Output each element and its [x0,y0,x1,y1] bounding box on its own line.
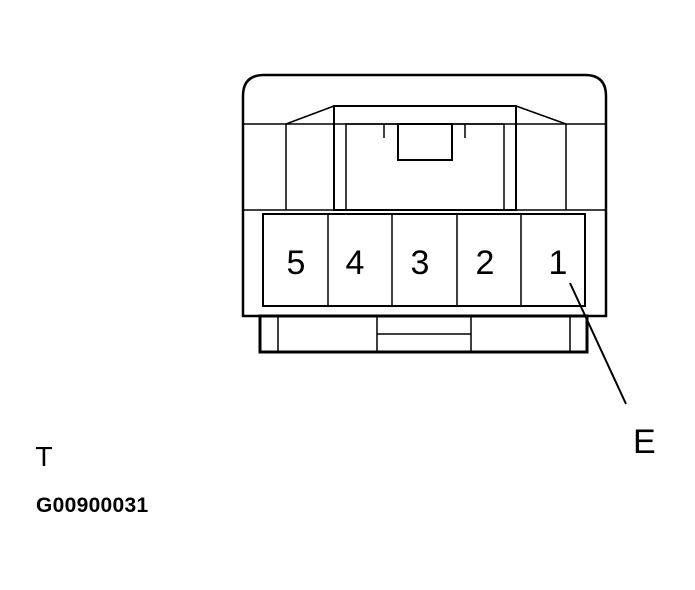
pin-5-label: 5 [287,244,306,282]
pin-labels: 5 4 3 2 1 [287,244,568,282]
pin-1-label: 1 [549,244,568,282]
pin-4-label: 4 [346,244,365,282]
pin-3-label: 3 [411,244,430,282]
pin-2-label: 2 [476,244,495,282]
callout-leader-line [569,282,627,405]
figure-code: G00900031 [36,494,149,517]
connector-housing [241,73,608,318]
connector-bottom-rail [258,314,589,354]
callout-label-e: E [633,423,656,461]
pin-dividers [327,214,522,306]
symbol-label: T [36,443,52,473]
